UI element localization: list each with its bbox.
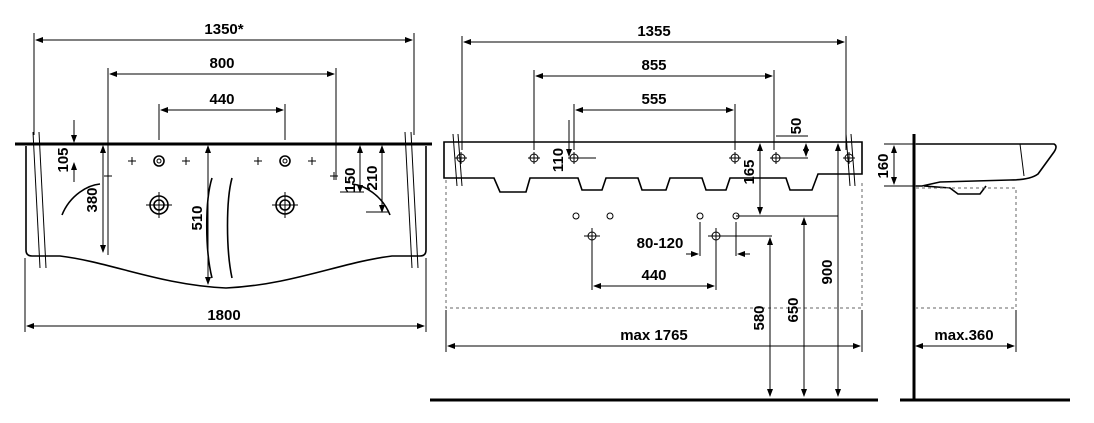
label-150: 150 <box>342 167 359 192</box>
label-440-front: 440 <box>641 267 666 284</box>
label-440-top: 440 <box>209 91 234 108</box>
cut-line-left-1 <box>32 131 41 269</box>
cut-line-right-1 <box>404 131 413 269</box>
side-drain-profile <box>923 185 987 195</box>
label-1355: 1355 <box>637 23 670 40</box>
front-extension-lines <box>445 36 863 352</box>
divider-right <box>226 177 233 279</box>
label-650: 650 <box>785 297 802 322</box>
label-max360: max.360 <box>934 327 993 344</box>
front-basin-outline <box>443 141 863 193</box>
label-800: 800 <box>209 55 234 72</box>
top-extension-lines <box>24 33 427 332</box>
label-110: 110 <box>550 148 567 172</box>
basin-outline <box>25 146 427 289</box>
front-view: 1355 855 555 50 110 165 80-120 440 max 1… <box>430 23 878 402</box>
label-105: 105 <box>55 147 72 172</box>
label-555: 555 <box>641 91 666 108</box>
side-basin-profile <box>916 143 1057 187</box>
label-160: 160 <box>875 153 892 178</box>
label-210: 210 <box>364 165 381 190</box>
side-view: 160 max.360 <box>875 134 1070 402</box>
top-view: 1350* 800 440 1800 105 380 510 150 210 <box>15 21 432 332</box>
left-basin-curve <box>61 183 101 216</box>
furniture-outline <box>445 180 863 309</box>
side-inner-line <box>1019 143 1025 177</box>
optional-hole-markers <box>104 157 338 180</box>
drain-right <box>272 192 298 218</box>
front-cut-left-2 <box>457 133 463 187</box>
tap-hole-right <box>279 155 291 167</box>
label-80-120: 80-120 <box>637 235 684 252</box>
front-cut-right-1 <box>845 133 851 187</box>
drain-left <box>146 192 172 218</box>
label-580: 580 <box>751 305 768 330</box>
label-165: 165 <box>741 159 758 184</box>
front-cut-left-1 <box>452 133 458 187</box>
side-cabinet-outline <box>916 187 1017 309</box>
tap-hole-left <box>153 155 165 167</box>
label-max1765: max 1765 <box>620 327 688 344</box>
label-1350: 1350* <box>204 21 243 38</box>
cut-line-left-2 <box>38 131 47 269</box>
label-855: 855 <box>641 57 666 74</box>
label-900: 900 <box>819 259 836 284</box>
label-50: 50 <box>788 118 805 135</box>
label-510: 510 <box>189 205 206 230</box>
label-380: 380 <box>84 187 101 212</box>
label-1800: 1800 <box>207 307 240 324</box>
cut-line-right-2 <box>410 131 419 269</box>
right-basin-curve <box>351 183 391 216</box>
